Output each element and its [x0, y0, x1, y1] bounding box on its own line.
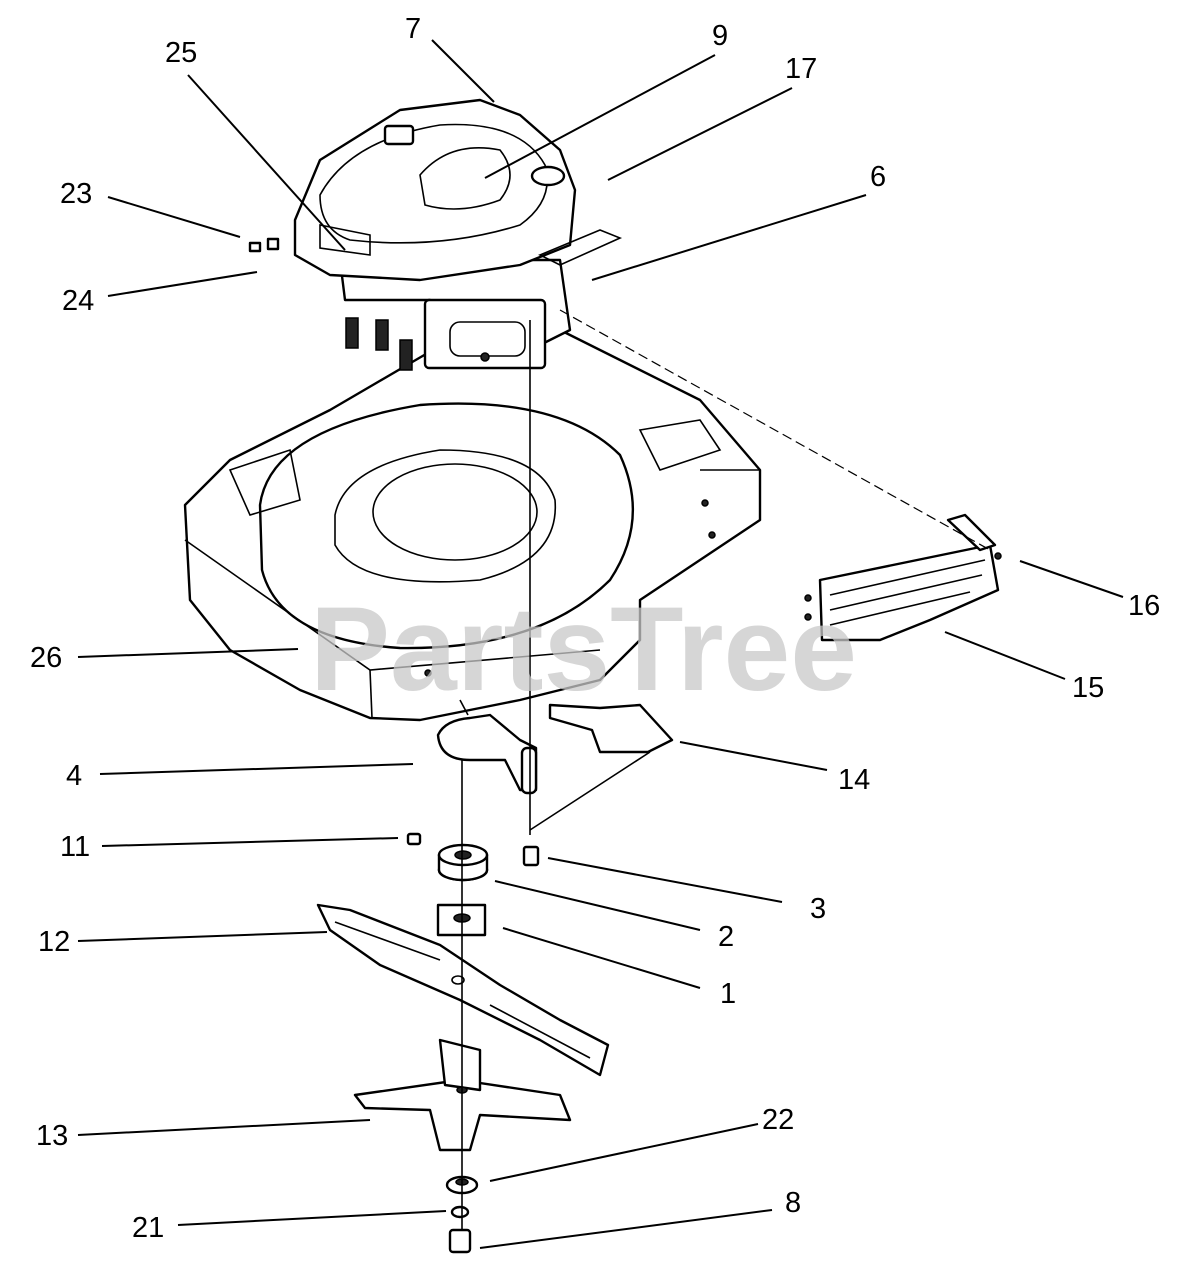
- leader-21: [177, 1210, 447, 1226]
- callout-12: 12: [38, 926, 70, 958]
- baffle: [548, 703, 674, 754]
- washer-21: [450, 1205, 470, 1219]
- callout-13: 13: [36, 1120, 68, 1152]
- leader-17: [607, 87, 793, 181]
- callout-6: 6: [870, 161, 886, 193]
- leader-16: [1019, 560, 1124, 598]
- callout-14: 14: [838, 764, 870, 796]
- clip-24: [266, 237, 280, 251]
- leader-4: [99, 763, 414, 775]
- leader-8: [479, 1209, 773, 1249]
- adapter-bracket: [436, 699, 538, 795]
- leader-13: [77, 1119, 371, 1136]
- callout-25: 25: [165, 37, 197, 69]
- assembly-line-chute: [559, 309, 991, 551]
- watermark: PartsTree: [310, 582, 857, 716]
- screw-11: [406, 832, 422, 846]
- leader-26: [77, 648, 299, 658]
- callout-7: 7: [405, 13, 421, 45]
- callout-23: 23: [60, 178, 92, 210]
- engine-block: [338, 258, 572, 371]
- mower-deck: [183, 328, 762, 722]
- callout-26: 26: [30, 642, 62, 674]
- leader-9: [484, 54, 716, 179]
- callout-1: 1: [720, 978, 736, 1010]
- leader-11: [101, 837, 399, 847]
- leader-3: [547, 857, 783, 903]
- callout-15: 15: [1072, 672, 1104, 704]
- leader-6: [591, 194, 867, 281]
- leader-23: [107, 196, 241, 238]
- callout-2: 2: [718, 921, 734, 953]
- callout-21: 21: [132, 1212, 164, 1244]
- bolt-8: [448, 1228, 472, 1254]
- callout-22: 22: [762, 1104, 794, 1136]
- leader-22: [489, 1123, 759, 1182]
- spacer: [437, 843, 489, 882]
- callout-9: 9: [712, 20, 728, 52]
- callout-24: 24: [62, 285, 94, 317]
- leader-14: [679, 741, 828, 771]
- callout-8: 8: [785, 1187, 801, 1219]
- leader-7: [431, 39, 495, 103]
- callout-11: 11: [60, 831, 90, 863]
- callout-4: 4: [66, 760, 82, 792]
- leader-25: [187, 74, 346, 251]
- callout-3: 3: [810, 893, 826, 925]
- callout-16: 16: [1128, 590, 1160, 622]
- leader-12: [77, 931, 328, 942]
- leader-24: [107, 271, 258, 297]
- discharge-chute: [804, 513, 1002, 642]
- screw-23: [248, 241, 262, 253]
- leader-15: [944, 631, 1066, 680]
- leader-2: [494, 880, 701, 931]
- callout-17: 17: [785, 53, 817, 85]
- assembly-line-baffle: [529, 751, 651, 831]
- leader-1: [502, 927, 701, 989]
- blade: [316, 903, 610, 1077]
- engine-shroud: [293, 98, 623, 282]
- bolt-3: [522, 845, 540, 867]
